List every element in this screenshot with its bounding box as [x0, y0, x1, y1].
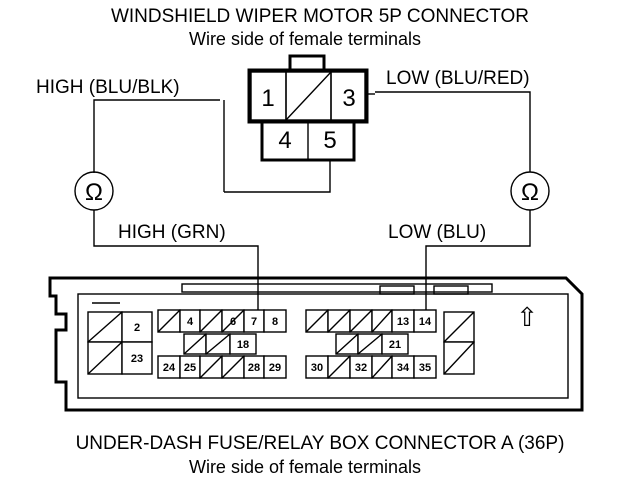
wires: [93, 91, 531, 312]
pin-30: 30: [311, 362, 323, 374]
wire-label-high-grn: HIGH (GRN): [118, 222, 226, 243]
top-pin-4: 4: [278, 127, 291, 154]
pin-21: 21: [389, 339, 401, 351]
top-pin-5: 5: [323, 127, 336, 154]
pin-35: 35: [419, 362, 431, 374]
pin-29: 29: [269, 362, 281, 374]
top-connector-title: WINDSHIELD WIPER MOTOR 5P CONNECTOR: [111, 6, 529, 27]
pin-28: 28: [248, 362, 260, 374]
pin-6: 6: [230, 316, 236, 328]
wire-label-low-blu: LOW (BLU): [388, 222, 486, 243]
wire-label-high-blu-blk: HIGH (BLU/BLK): [36, 77, 180, 98]
pin-23: 23: [131, 353, 143, 365]
pin-14: 14: [419, 316, 432, 328]
top-pin-3: 3: [342, 85, 355, 112]
pin-24: 24: [163, 362, 176, 374]
ohm-icon: Ω: [521, 179, 539, 206]
top-connector-subtitle: Wire side of female terminals: [189, 29, 421, 49]
bottom-connector-title: UNDER-DASH FUSE/RELAY BOX CONNECTOR A (3…: [76, 433, 565, 454]
top-pin-1: 1: [261, 85, 274, 112]
pin-7: 7: [251, 316, 257, 328]
ohmmeter-left: Ω: [74, 171, 114, 211]
pin-4: 4: [187, 316, 194, 328]
fuse-relay-box-connector: 2 23 4 6 7 8 18 24 25 28 29: [48, 276, 584, 412]
pin-13: 13: [397, 316, 409, 328]
pin-2: 2: [134, 322, 140, 334]
bottom-connector-subtitle: Wire side of female terminals: [189, 457, 421, 477]
pin-25: 25: [184, 362, 196, 374]
pin-34: 34: [397, 362, 410, 374]
wire-label-low-blu-red: LOW (BLU/RED): [386, 68, 530, 89]
up-arrow-icon: ⇧: [516, 302, 538, 332]
pin-32: 32: [355, 362, 367, 374]
wiper-motor-connector: 1 3 4 5: [247, 54, 369, 162]
pin-8: 8: [272, 316, 278, 328]
ohmmeter-right: Ω: [510, 171, 550, 211]
ohm-icon: Ω: [85, 179, 103, 206]
pin-18: 18: [237, 339, 249, 351]
